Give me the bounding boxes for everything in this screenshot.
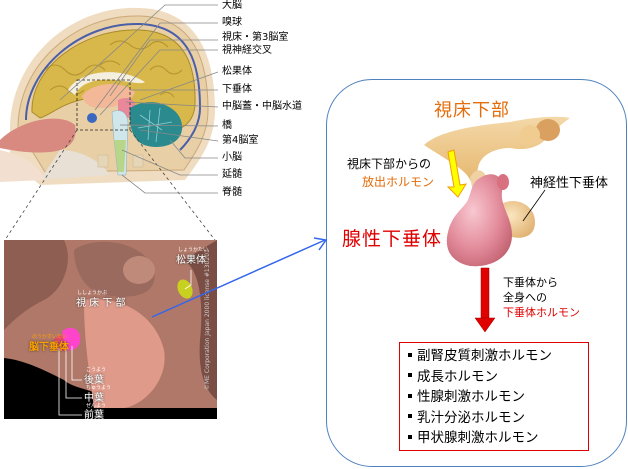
label-pituitary: 下垂体	[222, 84, 252, 95]
pituitary-detail-panel	[326, 79, 627, 467]
inset-label-posterior-lobe: 後葉	[84, 375, 104, 386]
label-fourth-ventricle: 第4脳室	[222, 135, 259, 146]
label-thalamus-third-ventricle: 視床・第3脳室	[222, 32, 289, 43]
hormone-acth: 副腎皮質刺激ホルモン	[417, 348, 552, 364]
inset-label-hypothalamus: 視 床 下 部	[76, 298, 126, 309]
pineal-ruby: しょうかたい	[178, 247, 209, 253]
blue-connector-arrow-icon	[151, 237, 328, 318]
yellow-arrow-icon	[446, 149, 468, 198]
pituitary-ruby: のうかすいたい	[32, 334, 68, 340]
hormone-gonadotropin: 性腺刺激ホルモン	[417, 389, 525, 405]
posterior-ruby: こうよう	[86, 367, 107, 373]
label-olfactory-bulb: 嗅球	[222, 17, 242, 28]
bullet-icon	[408, 352, 412, 357]
bullet-icon	[408, 434, 412, 439]
adenohypophysis-label: 腺性下垂体	[342, 228, 443, 250]
label-pons: 橋	[222, 120, 232, 131]
output-line1: 下垂体から	[503, 276, 558, 289]
intermediate-ruby: ちゅうよう	[86, 385, 112, 391]
inset-render	[4, 240, 217, 419]
anterior-ruby: ぜんよう	[86, 403, 107, 409]
red-arrow-icon	[474, 267, 496, 333]
label-cerebellum: 小脳	[222, 152, 242, 163]
label-spinal-cord: 脊髄	[222, 187, 242, 198]
inset-label-intermediate-lobe: 中葉	[84, 393, 104, 404]
output-line3: 下垂体ホルモン	[503, 306, 580, 319]
bullet-icon	[408, 373, 412, 377]
hormone-item: 甲状腺刺激ホルモン	[408, 428, 588, 449]
inset-label-pituitary: 脳下垂体	[29, 342, 69, 353]
label-optic-chiasm: 視神経交叉	[222, 45, 272, 56]
inset-label-anterior-lobe: 前葉	[84, 410, 104, 419]
hypothalamus-ruby: ししょうかぶ	[77, 290, 108, 296]
label-pineal-body: 松果体	[222, 66, 252, 77]
neurohypophysis-label: 神経性下垂体	[530, 176, 609, 191]
inset-label-pineal: 松果体	[176, 255, 206, 266]
hormone-tsh: 甲状腺刺激ホルモン	[417, 430, 539, 446]
hormone-prolactin: 乳汁分泌ホルモン	[417, 409, 525, 426]
magnified-pituitary-inset: しょうかたい 松果体 ししょうかぶ 視 床 下 部 のうかすいたい 脳下垂体 こ…	[4, 240, 217, 419]
output-line2: 全身への	[503, 291, 547, 304]
label-medulla: 延髄	[222, 169, 242, 180]
hormone-item: 性腺刺激ホルモン	[408, 387, 588, 408]
hormone-item: 乳汁分泌ホルモン	[408, 408, 588, 429]
hypothalamus-title: 視床下部	[434, 100, 510, 121]
label-cerebrum: 大脳	[222, 0, 242, 11]
hormone-item: 成長ホルモン	[408, 367, 588, 388]
bullet-icon	[408, 393, 412, 398]
hormone-item: 副腎皮質刺激ホルモン	[408, 346, 588, 367]
hormone-gh: 成長ホルモン	[417, 368, 498, 385]
hormone-list-box: 副腎皮質刺激ホルモン 成長ホルモン 性腺刺激ホルモン 乳汁分泌ホルモン 甲状腺刺…	[399, 342, 589, 451]
release-hormone-line1: 視床下部からの	[347, 157, 432, 171]
release-hormone-line2: 放出ホルモン	[362, 175, 435, 189]
bullet-icon	[408, 414, 412, 418]
label-tectum-aqueduct: 中脳蓋・中脳水道	[222, 101, 302, 112]
